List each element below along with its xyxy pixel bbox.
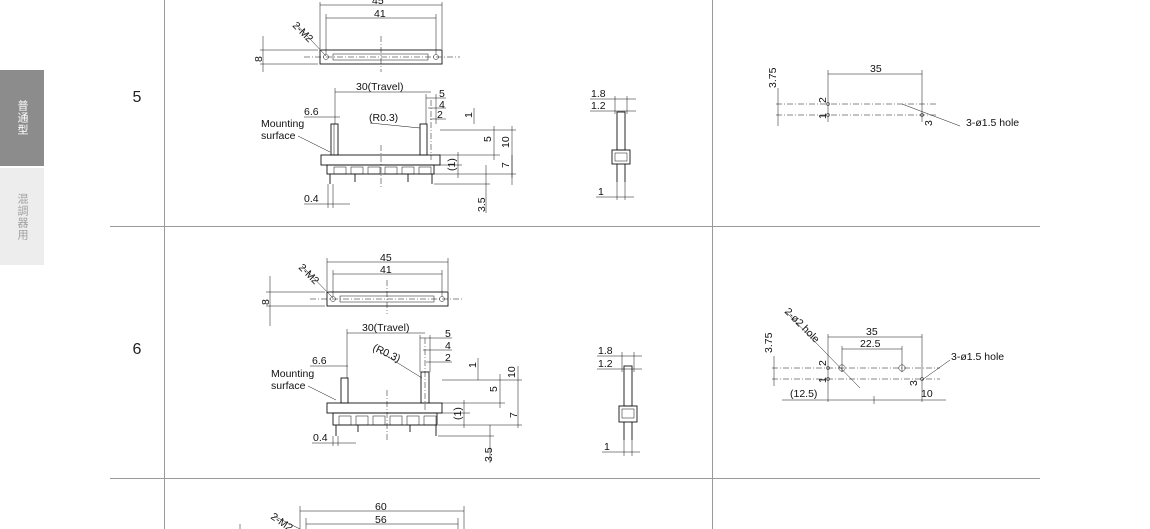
row6-side-view: 1.8 1.2 1	[597, 345, 642, 456]
row6-pin-35: 3.5	[483, 447, 495, 462]
row5-side-1: 1	[598, 186, 604, 198]
table-row-divider-2	[110, 478, 1040, 479]
row6-dim-2: 2	[445, 352, 451, 364]
row5-pin-04: 0.4	[304, 193, 319, 205]
row5-dim-2: 2	[437, 109, 443, 121]
row7-front-view: 60 56 2-M2	[239, 501, 465, 529]
row6-dim-offset: 6.6	[312, 355, 327, 367]
row5-pin-3: 3	[923, 120, 935, 126]
row-number-5: 5	[132, 89, 142, 106]
row5-dim-radius: (R0.3)	[369, 112, 398, 124]
row6-pcb-layout: 35 22.5 3.75 2 1 3 2-ø2 hole 3-ø1.5 hole…	[763, 306, 1004, 404]
row5-side-12: 1.2	[591, 100, 606, 112]
row5-mounting-surface-line1: Mounting	[261, 118, 304, 130]
row6-pcb-right-10: 10	[921, 388, 933, 400]
tab-mixer-type-label: 混調器用	[16, 192, 29, 241]
row5-dim-outer-width: 45	[372, 0, 384, 7]
row6-dim-4: 4	[445, 340, 451, 352]
row5-body-1: (1)	[446, 158, 458, 171]
row5-mount-screw: 2-M2	[290, 20, 316, 46]
row6-pin-04: 0.4	[313, 432, 328, 444]
row6-body-10: 10	[506, 366, 518, 378]
row5-pcb-hole: 3-ø1.5 hole	[966, 117, 1019, 129]
row6-mount-screw: 2-M2	[296, 262, 322, 288]
row5-dim-5: 5	[439, 88, 445, 100]
row6-body-7: 7	[508, 412, 520, 418]
row5-side-view: 1.8 1.2 1	[590, 88, 636, 200]
row6-front-view: 45 41 2-M2 8 30(Travel) 6.6 (R0.3)	[260, 252, 522, 463]
row6-side-12: 1.2	[598, 358, 613, 370]
row6-mounting-surface-line1: Mounting	[271, 368, 314, 380]
row5-pcb-layout: 35 3.75 2 1 3 3-ø1.5 hole	[767, 63, 1019, 129]
row7-dim-inner-width: 56	[375, 514, 387, 526]
row7-dim-outer-width: 60	[375, 501, 387, 513]
row5-body-10: 10	[500, 136, 512, 148]
row5-dim-4: 4	[439, 99, 445, 111]
row5-dim-travel: 30(Travel)	[356, 81, 403, 93]
row6-dim-radius: (R0.3)	[371, 342, 403, 365]
row5-pin-2: 2	[817, 97, 829, 103]
tab-standard-type-label: 普通型	[16, 100, 29, 136]
row6-pin-3: 3	[908, 380, 920, 386]
tab-mixer-type[interactable]: 混調器用	[0, 168, 44, 265]
row5-pcb-375: 3.75	[767, 67, 779, 88]
row6-dim-height: 8	[260, 299, 272, 305]
row6-body-1: (1)	[452, 407, 464, 420]
row5-pcb-35: 35	[870, 63, 882, 75]
row6-dim-outer-width: 45	[380, 252, 392, 264]
table-row-divider-1	[110, 226, 1040, 227]
row5-dim-height: 8	[253, 56, 265, 62]
row5-dim-1: 1	[463, 112, 475, 118]
row5-pin-1: 1	[817, 113, 829, 119]
row7-mount-screw: 2-M2	[268, 511, 295, 529]
row5-dim-offset: 6.6	[304, 106, 319, 118]
row6-pcb-225: 22.5	[860, 338, 881, 350]
row6-pcb-35: 35	[866, 326, 878, 338]
row6-dim-travel: 30(Travel)	[362, 322, 409, 334]
row5-body-5: 5	[482, 136, 494, 142]
row5-front-view: 45 41 2-M2 8 30(Travel) 6.6	[253, 0, 516, 213]
table-divider-col2	[712, 0, 713, 529]
tab-standard-type[interactable]: 普通型	[0, 70, 44, 166]
row5-dim-inner-width: 41	[374, 8, 386, 20]
row6-dim-inner-width: 41	[380, 264, 392, 276]
row6-pcb-hole: 3-ø1.5 hole	[951, 351, 1004, 363]
row6-mount-hole: 2-ø2 hole	[782, 306, 822, 346]
row6-pin-1: 1	[817, 377, 829, 383]
row6-body-5: 5	[488, 386, 500, 392]
row5-mounting-surface-line2: surface	[261, 130, 296, 142]
row5-body-7: 7	[500, 162, 512, 168]
row5-side-18: 1.8	[591, 88, 606, 100]
row6-dim-1: 1	[467, 362, 479, 368]
row5-pin-35: 3.5	[476, 197, 488, 212]
row6-mounting-surface-line2: surface	[271, 380, 306, 392]
row6-pcb-375: 3.75	[763, 332, 775, 353]
row6-dim-5: 5	[445, 328, 451, 340]
table-divider-col1	[164, 0, 165, 529]
row6-pcb-left-125: (12.5)	[790, 388, 817, 400]
row6-side-1: 1	[604, 441, 610, 453]
row-number-6: 6	[132, 341, 142, 358]
row6-pin-2: 2	[817, 360, 829, 366]
row6-side-18: 1.8	[598, 345, 613, 357]
